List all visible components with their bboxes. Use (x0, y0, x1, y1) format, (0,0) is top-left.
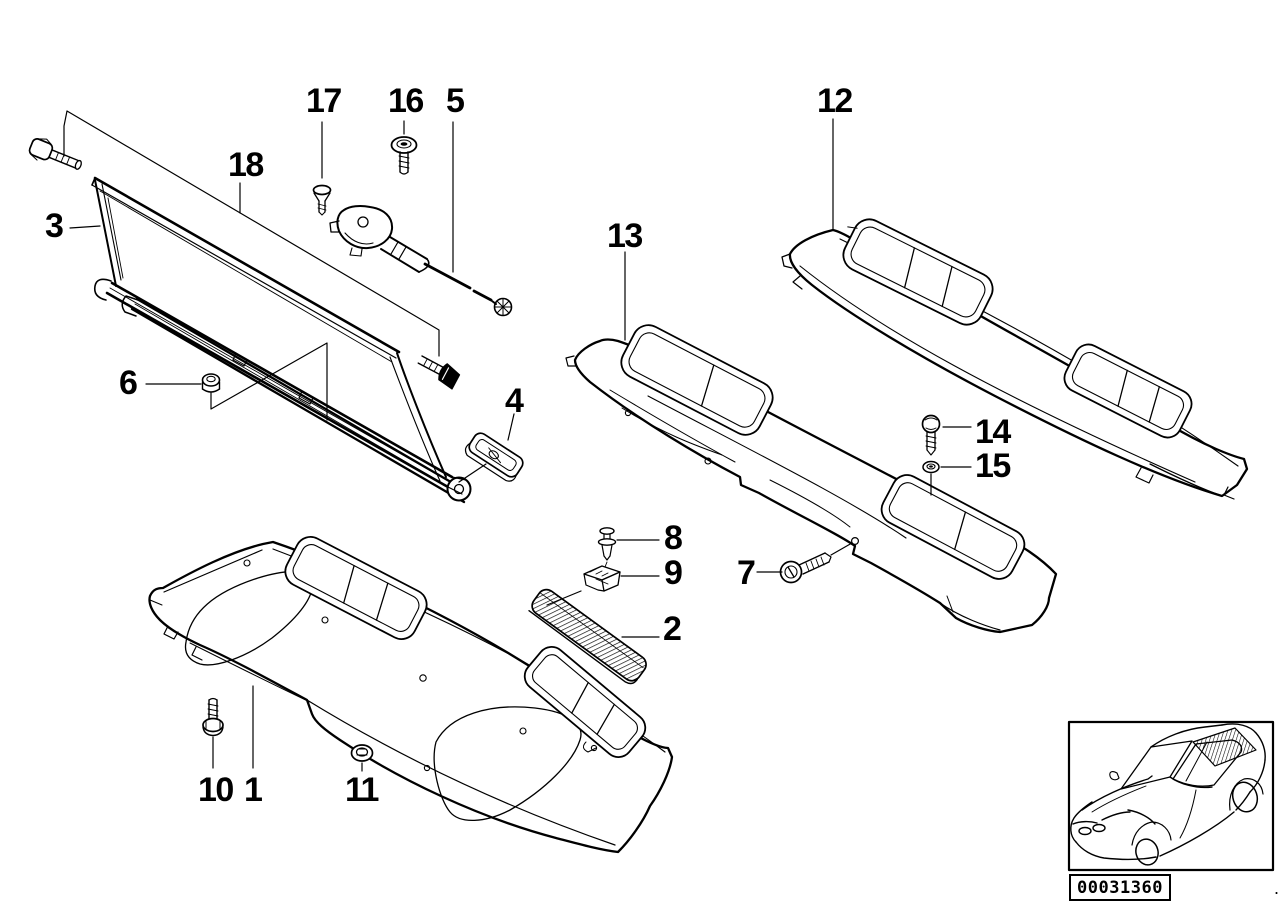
callout-7[interactable]: 7 (737, 554, 756, 592)
diagram-code: 00031360 (1077, 877, 1163, 898)
part-rear-shelf-12 (781, 218, 1249, 500)
callout-14[interactable]: 14 (975, 413, 1011, 451)
part-roller-blind-assembly (91, 176, 472, 504)
part-grille-2 (528, 588, 647, 685)
blind-pin-right (417, 355, 461, 390)
part-bracket-4 (464, 432, 524, 482)
blind-pin-left (28, 138, 82, 170)
part-screw-14 (921, 414, 941, 456)
callout-8[interactable]: 8 (664, 519, 683, 557)
stray-period: . (1274, 878, 1280, 898)
car-sketch (1070, 723, 1266, 866)
callout-12[interactable]: 12 (817, 82, 853, 120)
callout-6[interactable]: 6 (119, 364, 138, 402)
part-rear-shelf-1 (148, 536, 674, 854)
callout-4[interactable]: 4 (505, 382, 524, 420)
diagram-code-box: 00031360 (1069, 874, 1171, 901)
part-rivet-8 (597, 527, 617, 568)
callout-18[interactable]: 18 (228, 146, 264, 184)
part-rear-shelf-13 (565, 324, 1058, 634)
callout-17[interactable]: 17 (306, 82, 342, 120)
part-screw-7 (779, 552, 832, 584)
callout-2[interactable]: 2 (663, 610, 682, 648)
callout-13[interactable]: 13 (607, 217, 643, 255)
callout-11[interactable]: 11 (345, 771, 379, 809)
callout-15[interactable]: 15 (975, 447, 1011, 485)
callout-9[interactable]: 9 (664, 554, 683, 592)
callout-3[interactable]: 3 (45, 207, 64, 245)
car-locator-inset (1067, 720, 1275, 872)
part-screw-washer-16 (390, 136, 418, 175)
part-nut-6 (201, 373, 221, 393)
part-clip-9 (583, 565, 621, 592)
part-washer-15 (922, 460, 940, 474)
part-drive-cable-motor (329, 205, 513, 317)
leader-lines (63, 110, 972, 772)
part-screw-17 (312, 184, 332, 216)
callout-10[interactable]: 10 (198, 771, 234, 809)
callout-16[interactable]: 16 (388, 82, 424, 120)
callout-5[interactable]: 5 (446, 82, 465, 120)
part-nut-11 (350, 744, 374, 762)
callout-1[interactable]: 1 (244, 771, 263, 809)
part-screw-10 (202, 697, 224, 737)
